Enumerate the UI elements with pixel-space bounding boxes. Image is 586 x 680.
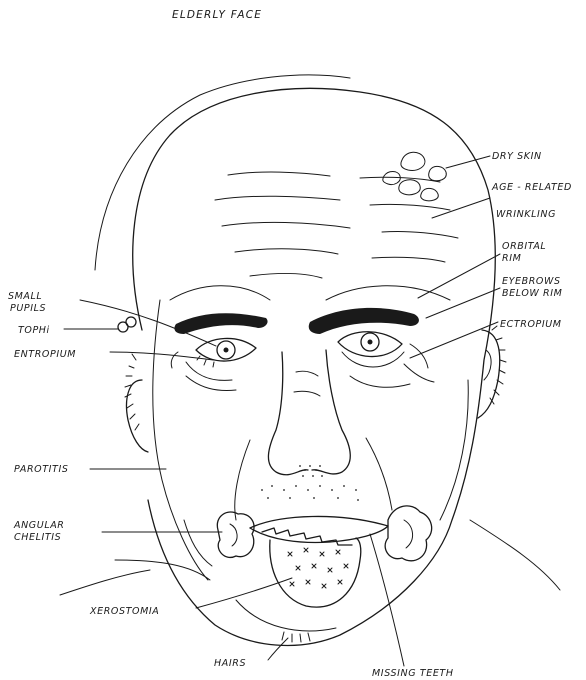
tophi-nodule-2 bbox=[126, 317, 136, 327]
right-patch-inner bbox=[404, 520, 413, 548]
label-rim: RIM bbox=[502, 253, 521, 264]
tongue bbox=[270, 538, 361, 607]
label-wrinkling: WRINKLING bbox=[496, 209, 556, 220]
right-pupil bbox=[368, 340, 373, 345]
label-eyebrows: EYEBROWS bbox=[502, 276, 561, 287]
label-tophi: TOPHi bbox=[18, 325, 50, 336]
labels: DRY SKIN AGE - RELATED WRINKLING ORBITAL… bbox=[8, 151, 572, 679]
leader-orbital-rim bbox=[418, 254, 500, 298]
label-hairs: HAIRS bbox=[214, 658, 246, 669]
label-age-related: AGE - RELATED bbox=[491, 182, 572, 193]
dry-skin-patches bbox=[383, 152, 446, 201]
label-angular: ANGULAR bbox=[13, 520, 65, 531]
nose-wrinkle-lines bbox=[294, 371, 320, 396]
label-xerostomia: XEROSTOMIA bbox=[89, 606, 159, 617]
diagram-title: ELDERLY FACE bbox=[172, 9, 262, 21]
label-dry-skin: DRY SKIN bbox=[492, 151, 542, 162]
label-orbital: ORBITAL bbox=[502, 241, 546, 252]
neck-lower bbox=[60, 570, 150, 595]
label-entropium: ENTROPIUM bbox=[14, 349, 76, 360]
label-parotitis: PAROTITIS bbox=[14, 464, 68, 475]
right-cheek-line bbox=[440, 380, 468, 520]
left-cheek-line bbox=[153, 300, 208, 580]
label-ectropium: ECTROPIUM bbox=[500, 319, 562, 330]
face-drawing bbox=[60, 75, 560, 646]
left-nasolabial-fold bbox=[235, 440, 250, 520]
right-ear-hair bbox=[490, 326, 506, 404]
leader-dry-skin bbox=[446, 156, 490, 168]
leader-hairs bbox=[268, 638, 288, 660]
leader-eyebrows bbox=[426, 288, 500, 318]
leader-missing-teeth bbox=[370, 534, 404, 666]
label-missing-teeth: MISSING TEETH bbox=[372, 668, 454, 679]
chin-line bbox=[236, 600, 336, 631]
left-ear bbox=[127, 380, 148, 452]
right-nasolabial-fold bbox=[366, 438, 392, 510]
left-pupil bbox=[224, 348, 229, 353]
neck-right bbox=[470, 520, 560, 590]
right-ectropium-lid bbox=[342, 352, 404, 367]
forehead-wrinkles bbox=[215, 172, 458, 278]
left-patch-inner bbox=[230, 524, 237, 546]
right-eyebrow bbox=[309, 308, 419, 334]
label-chelitis: CHELITIS bbox=[14, 532, 61, 543]
left-eye-wrinkles bbox=[171, 352, 236, 390]
head-outline bbox=[133, 88, 495, 645]
right-angular-chelitis-patch bbox=[385, 506, 432, 561]
left-eyebrow bbox=[174, 313, 267, 334]
nose-right-side bbox=[312, 350, 350, 474]
tongue-crosses bbox=[288, 548, 348, 588]
upper-lip bbox=[250, 516, 388, 528]
right-orbital-rim bbox=[326, 286, 450, 300]
jowl-left bbox=[184, 520, 212, 566]
label-below-rim: BELOW RIM bbox=[502, 288, 562, 299]
left-orbital-rim bbox=[170, 286, 270, 300]
moustache-stubble bbox=[261, 485, 359, 501]
label-pupils: PUPILS bbox=[10, 303, 46, 314]
nose-left-side bbox=[268, 352, 308, 475]
label-small: SMALL bbox=[8, 291, 42, 302]
